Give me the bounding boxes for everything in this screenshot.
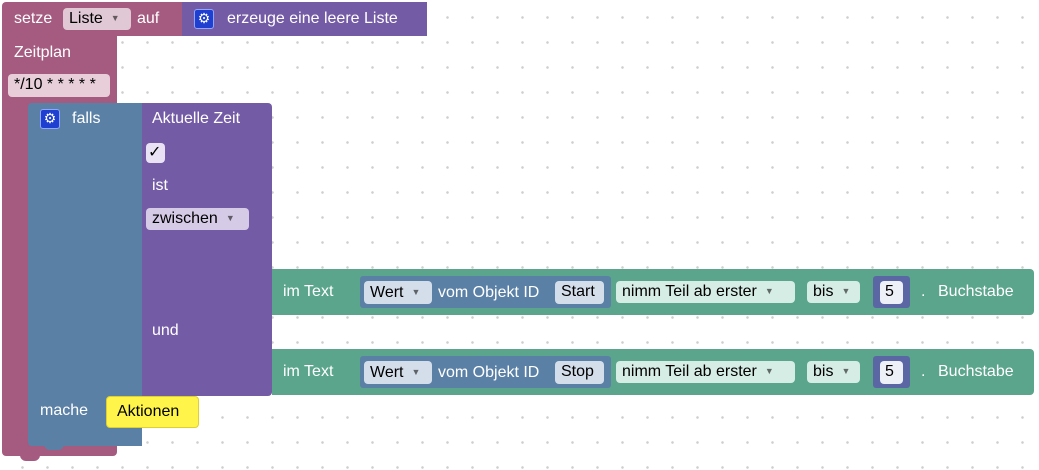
- schedule-label: Zeitplan: [14, 44, 71, 61]
- time-checkbox[interactable]: ✓: [146, 143, 165, 163]
- current-time-label: Aktuelle Zeit: [152, 110, 241, 127]
- number-field[interactable]: 5: [880, 361, 903, 384]
- value-dropdown[interactable]: Wert ▼: [364, 361, 432, 384]
- if-block[interactable]: [28, 103, 142, 446]
- gear-icon[interactable]: ⚙: [194, 9, 214, 29]
- dropdown-arrow-icon: ▼: [841, 286, 851, 296]
- gear-icon[interactable]: ⚙: [40, 109, 60, 129]
- to-label: auf: [137, 10, 160, 27]
- to-mode-dropdown[interactable]: bis ▼: [807, 281, 860, 303]
- in-text-label: im Text: [283, 283, 334, 300]
- mode-dropdown-label: nimm Teil ab erster: [622, 283, 757, 300]
- dropdown-arrow-icon: ▼: [225, 213, 235, 223]
- object-id-label: vom Objekt ID: [438, 284, 540, 301]
- dot-label: .: [921, 363, 926, 380]
- dropdown-arrow-icon: ▼: [411, 287, 421, 297]
- set-label: setze: [14, 10, 53, 27]
- to-mode-dropdown-label: bis: [813, 283, 834, 300]
- to-mode-dropdown[interactable]: bis ▼: [807, 361, 860, 383]
- create-list-label: erzeuge eine leere Liste: [227, 10, 398, 27]
- object-id-field[interactable]: Stop: [555, 361, 604, 384]
- mode-dropdown[interactable]: nimm Teil ab erster ▼: [616, 281, 795, 303]
- actions-comment-block[interactable]: [106, 396, 199, 428]
- do-label: mache: [40, 402, 89, 419]
- dropdown-arrow-icon: ▼: [764, 286, 774, 296]
- operator-dropdown[interactable]: zwischen ▼: [146, 208, 249, 230]
- dropdown-arrow-icon: ▼: [110, 13, 120, 23]
- letter-label: Buchstabe: [938, 283, 1014, 300]
- object-id-label: vom Objekt ID: [438, 364, 540, 381]
- operator-value: zwischen: [152, 210, 218, 227]
- value-dropdown-label: Wert: [370, 284, 404, 301]
- value-dropdown[interactable]: Wert ▼: [364, 281, 432, 304]
- to-mode-dropdown-label: bis: [813, 363, 834, 380]
- cron-field[interactable]: */10 * * * * *: [8, 74, 110, 97]
- schedule-bottom-tab: [20, 452, 40, 461]
- dropdown-arrow-icon: ▼: [764, 366, 774, 376]
- create-empty-list-block[interactable]: [182, 2, 427, 36]
- if-bottom-tab: [44, 440, 64, 450]
- variable-name: Liste: [69, 10, 103, 27]
- value-dropdown-label: Wert: [370, 364, 404, 381]
- mode-dropdown-label: nimm Teil ab erster: [622, 363, 757, 380]
- in-text-label: im Text: [283, 363, 334, 380]
- dropdown-arrow-icon: ▼: [841, 366, 851, 376]
- letter-label: Buchstabe: [938, 363, 1014, 380]
- and-label: und: [152, 322, 179, 339]
- if-label: falls: [72, 110, 101, 127]
- number-field[interactable]: 5: [880, 281, 903, 304]
- mode-dropdown[interactable]: nimm Teil ab erster ▼: [616, 361, 795, 383]
- variable-dropdown[interactable]: Liste ▼: [63, 8, 131, 30]
- object-id-field[interactable]: Start: [555, 281, 604, 304]
- actions-label: Aktionen: [117, 403, 180, 420]
- is-label: ist: [152, 177, 168, 194]
- dot-label: .: [921, 283, 926, 300]
- dropdown-arrow-icon: ▼: [411, 367, 421, 377]
